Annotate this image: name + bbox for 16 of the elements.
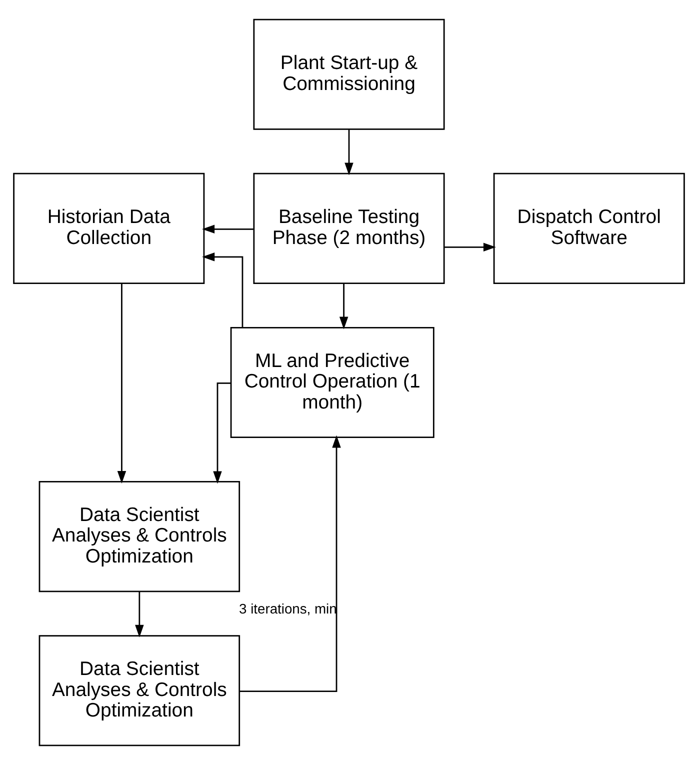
arrow [240, 434, 341, 692]
arrow [202, 224, 254, 233]
node-box: Dispatch Control Software [493, 172, 685, 284]
node-box: Baseline Testing Phase (2 months) [253, 172, 445, 284]
node-box: Plant Start-up & Commissioning [253, 18, 445, 130]
arrow [444, 242, 496, 252]
node-box: Data Scientist Analyses & Controls Optimization [38, 634, 240, 746]
arrow [202, 252, 244, 327]
edge-label: 3 iterations, min [239, 600, 337, 616]
node-box: Historian Data Collection [13, 172, 205, 284]
arrow [339, 283, 348, 329]
arrow [135, 591, 144, 637]
node-box: Data Scientist Analyses & Controls Optimization [38, 480, 240, 592]
node-box: ML and Predictive Control Operation (1 month) [230, 326, 434, 438]
arrow [344, 129, 354, 175]
arrow [117, 283, 126, 484]
